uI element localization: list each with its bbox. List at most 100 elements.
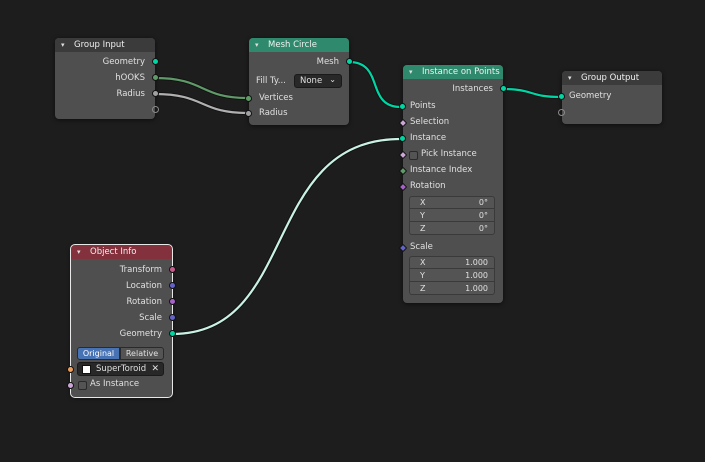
axis-label: Z [420,283,426,293]
relative-option[interactable]: Relative [120,347,164,360]
group-input-node[interactable]: ▾ Group Input Geometry hOOKS Radius [55,38,159,119]
geometry-output-socket[interactable] [169,330,176,337]
output-geometry-label: Geometry [119,329,162,339]
scale-input-socket[interactable] [398,243,408,253]
original-option[interactable]: Original [77,347,120,360]
input-rotation-label: Rotation [410,181,446,191]
empty-output-socket[interactable] [152,106,159,113]
input-geometry-label: Geometry [569,91,612,101]
input-vertices-label: Vertices [259,93,293,103]
axis-label: X [420,198,426,207]
radius-input-socket[interactable] [245,110,252,117]
link-mesh-points [348,60,402,109]
link-instances-geometry [501,87,562,99]
group-output-header[interactable]: ▾ Group Output [562,71,662,85]
node-title: Group Input [74,40,125,50]
rotation-y-field[interactable]: Y 0° [409,209,495,222]
input-instance-label: Instance [410,133,447,143]
object-input-socket[interactable] [67,366,74,373]
output-rotation-label: Rotation [126,297,162,307]
rotation-y-value: 0° [478,210,488,220]
instance-index-input-socket[interactable] [398,166,408,176]
scale-y-value: 1.000 [465,270,488,280]
collapse-chevron-icon[interactable]: ▾ [77,248,81,256]
scale-output-socket[interactable] [169,314,176,321]
as-instance-label: As Instance [90,379,140,389]
output-hooks-label: hOOKS [115,73,145,83]
as-instance-input-socket[interactable] [67,382,74,389]
as-instance-checkbox[interactable] [78,381,87,390]
node-title: Group Output [581,73,640,83]
collapse-chevron-icon[interactable]: ▾ [255,41,259,49]
scale-x-value: 1.000 [465,258,488,267]
object-name: SuperToroid [96,364,147,374]
node-title: Object Info [90,247,137,257]
axis-label: Y [420,270,425,280]
mesh-circle-header[interactable]: ▾ Mesh Circle [249,38,349,52]
clear-icon[interactable]: ✕ [151,364,159,374]
output-radius-label: Radius [116,89,145,99]
points-input-socket[interactable] [399,103,406,110]
input-scale-label: Scale [410,242,433,252]
input-radius-label: Radius [259,108,288,118]
link-object-geometry-instance [171,137,402,336]
node-title: Mesh Circle [268,40,317,50]
fill-type-value: None [300,76,323,86]
collapse-chevron-icon[interactable]: ▾ [409,68,413,76]
scale-z-value: 1.000 [465,283,488,293]
fill-type-dropdown[interactable]: None ⌄ [294,74,342,88]
output-scale-label: Scale [139,313,162,323]
mesh-output-socket[interactable] [346,58,353,65]
instance-input-socket[interactable] [399,135,406,142]
rotation-z-value: 0° [478,223,488,233]
rotation-z-field[interactable]: Z 0° [409,222,495,235]
collapse-chevron-icon[interactable]: ▾ [61,41,65,49]
empty-input-socket[interactable] [558,109,565,116]
input-points-label: Points [410,101,436,111]
link-hooks-vertices [154,76,248,100]
pick-instance-label: Pick Instance [421,149,477,159]
instance-on-points-header[interactable]: ▾ Instance on Points [403,65,503,79]
dropdown-chevron-icon: ⌄ [329,74,336,84]
rotation-x-value: 0° [478,198,488,207]
output-mesh-label: Mesh [316,57,339,67]
pick-instance-checkbox[interactable] [409,151,418,160]
location-output-socket[interactable] [169,282,176,289]
node-title: Instance on Points [422,67,500,77]
hooks-output-socket[interactable] [152,74,159,81]
scale-z-field[interactable]: Z 1.000 [409,282,495,295]
output-geometry-label: Geometry [102,57,145,67]
instances-output-socket[interactable] [500,85,507,92]
link-radius-radius [154,92,248,115]
scale-x-field[interactable]: X 1.000 [409,256,495,269]
rotation-output-socket[interactable] [169,298,176,305]
object-icon [82,364,91,374]
group-output-node[interactable]: ▾ Group Output Geometry [558,71,662,124]
axis-label: Y [420,210,425,220]
rotation-input-socket[interactable] [398,182,408,192]
object-info-header[interactable]: ▾ Object Info [71,245,172,259]
geometry-output-socket[interactable] [152,58,159,65]
output-location-label: Location [126,281,162,291]
input-selection-label: Selection [410,117,450,127]
group-input-header[interactable]: ▾ Group Input [55,38,155,52]
axis-label: Z [420,223,426,233]
output-transform-label: Transform [119,265,162,275]
scale-y-field[interactable]: Y 1.000 [409,269,495,282]
instance-on-points-node[interactable]: ▾ Instance on Points Instances Points Se… [398,65,507,303]
transform-space-toggle[interactable]: Original Relative [77,347,164,360]
collapse-chevron-icon[interactable]: ▾ [568,74,572,82]
rotation-x-field[interactable]: X 0° [409,196,495,209]
pick-instance-input-socket[interactable] [398,150,408,160]
object-info-node[interactable]: ▾ Object Info Transform Location Rotatio… [67,244,176,398]
selection-input-socket[interactable] [398,118,408,128]
geometry-input-socket[interactable] [558,93,565,100]
input-instance-index-label: Instance Index [410,165,473,175]
transform-output-socket[interactable] [169,266,176,273]
object-field[interactable]: SuperToroid ✕ [77,362,164,376]
radius-output-socket[interactable] [152,90,159,97]
vertices-input-socket[interactable] [245,95,252,102]
axis-label: X [420,258,426,267]
fill-type-label: Fill Ty... [256,76,286,86]
mesh-circle-node[interactable]: ▾ Mesh Circle Mesh Fill Ty... None ⌄ Ver… [245,38,353,125]
